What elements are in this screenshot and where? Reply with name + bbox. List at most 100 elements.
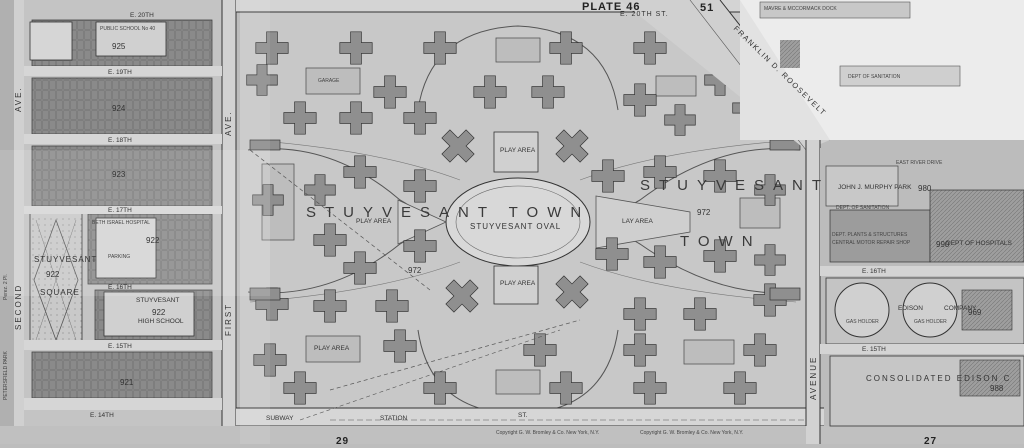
west-blocks [0,0,237,444]
apartment-building [283,101,317,135]
second-avenue-label: SECOND [14,283,23,330]
stuyvesant-square-b: SQUARE [40,288,80,297]
apartment-building [623,83,657,117]
second-avenue-top-label: AVE. [14,86,23,112]
lot-990: 990 [936,240,950,249]
subway-label: SUBWAY [266,415,294,422]
apartment-building [249,139,281,151]
stuyvesant-town-title: STUYVESANT TOWN [306,204,591,221]
high-school-label: HIGH SCHOOL [138,318,184,325]
lot-922-a: 922 [146,236,160,245]
gas-holder-2-label: GAS HOLDER [914,319,947,325]
apartment-building [441,129,475,163]
apartment-building [423,31,457,65]
apartment-building [595,237,629,271]
station-label: STATION [380,415,408,422]
lot-980: 980 [918,184,932,193]
apartment-building [769,287,801,301]
apartment-building [549,371,583,405]
apartment-building [343,251,377,285]
lot-922-b: 922 [46,270,60,279]
play-area-south: PLAY AREA [500,280,536,287]
apartment-building [555,129,589,163]
first-avenue-top-label: AVE. [224,110,233,136]
stuyvesant-square-a: STUYVESANT [34,255,98,264]
petersfield-park-label: PETERSFIELD PARK [3,351,9,400]
apartment-building [343,155,377,189]
lot-988: 988 [990,384,1004,393]
first-avenue-label: FIRST [224,302,233,336]
lot-923: 923 [112,170,126,179]
apartment-building [633,371,667,405]
beth-israel-label: BETH ISRAEL HOSPITAL [92,220,151,226]
gas-holder-1-label: GAS HOLDER [846,319,879,325]
apartment-building [754,244,786,276]
plate-label: PLATE 46 [582,1,641,13]
apartment-building [375,289,409,323]
apartment-building [403,101,437,135]
street-e16th-right: E. 16TH [862,268,886,275]
consolidated-edison-label: CONSOLIDATED EDISON C [866,374,1012,383]
avenue-right-label: AVENUE [809,355,818,400]
credit-right: Copyright G. W. Bromley & Co. New York, … [640,430,744,436]
street-e15th: E. 15TH [108,343,132,350]
apartment-building [743,333,777,367]
apartment-building [403,169,437,203]
apartment-building [623,297,657,331]
apartment-building [683,297,717,331]
garage-nw-label: GARAGE [318,78,340,84]
apartment-building [643,155,677,189]
dept-plants-label: DEPT. PLANTS & STRUCTURES [832,232,908,238]
perez-place-label: Perez. 2 Pl. [3,274,9,300]
apartment-building [313,289,347,323]
apartment-building [373,75,407,109]
apartment-building [304,174,336,206]
apartment-building [283,371,317,405]
apartment-building [445,279,479,313]
dept-sanitation-top-label: DEPT OF SANITATION [848,74,901,80]
street-e14th: E. 14TH [90,412,114,419]
stuyvesant-town-east-a: STUYVESANT [640,177,831,194]
company-label: COMPANY [944,305,977,312]
mavre-dock-label: MAVRE & MCCORMACK DOCK [764,6,837,12]
dept-hospitals-label: DEPT OF HOSPITALS [946,240,1012,247]
lot-922-c: 922 [152,308,166,317]
apartment-building [703,239,737,273]
apartment-building [591,159,625,193]
apartment-building [531,75,565,109]
lot-925: 925 [112,42,126,51]
play-area-west: PLAY AREA [356,218,392,225]
apartment-building [473,75,507,109]
adjacent-plate-29: 29 [336,436,350,447]
john-murphy-park-label: JOHN J. MURPHY PARK [838,184,912,191]
stuyvesant-high-label: STUYVESANT [136,297,180,304]
apartment-building [555,275,589,309]
apartment-building [664,104,696,136]
play-area-east: LAY AREA [622,218,653,225]
apartment-building [633,31,667,65]
street-e20th-left: E. 20TH [130,12,154,19]
street-e15th-right: E. 15TH [862,346,886,353]
apartment-building [523,333,557,367]
play-area-southwest: PLAY AREA [314,345,350,352]
lot-969: 969 [968,308,982,317]
central-motor-label: CENTRAL MOTOR REPAIR SHOP [832,240,911,246]
east-blocks [820,148,1024,427]
street-e16th: E. 16TH [108,284,132,291]
parking-label: PARKING [108,254,131,260]
apartment-building [754,174,786,206]
play-area-north: PLAY AREA [500,147,536,154]
lot-924: 924 [112,104,126,113]
lot-972-a: 972 [697,208,711,217]
apartment-building [313,223,347,257]
apartment-building [623,333,657,367]
east-river-drive-label: EAST RIVER DRIVE [896,160,943,166]
street-e19th: E. 19TH [108,69,132,76]
street-e18th: E. 18TH [108,137,132,144]
street-st-bottom: ST. [518,412,528,419]
apartment-building [549,31,583,65]
apartment-building [383,329,417,363]
apartment-building [339,31,373,65]
apartment-building [246,64,278,96]
